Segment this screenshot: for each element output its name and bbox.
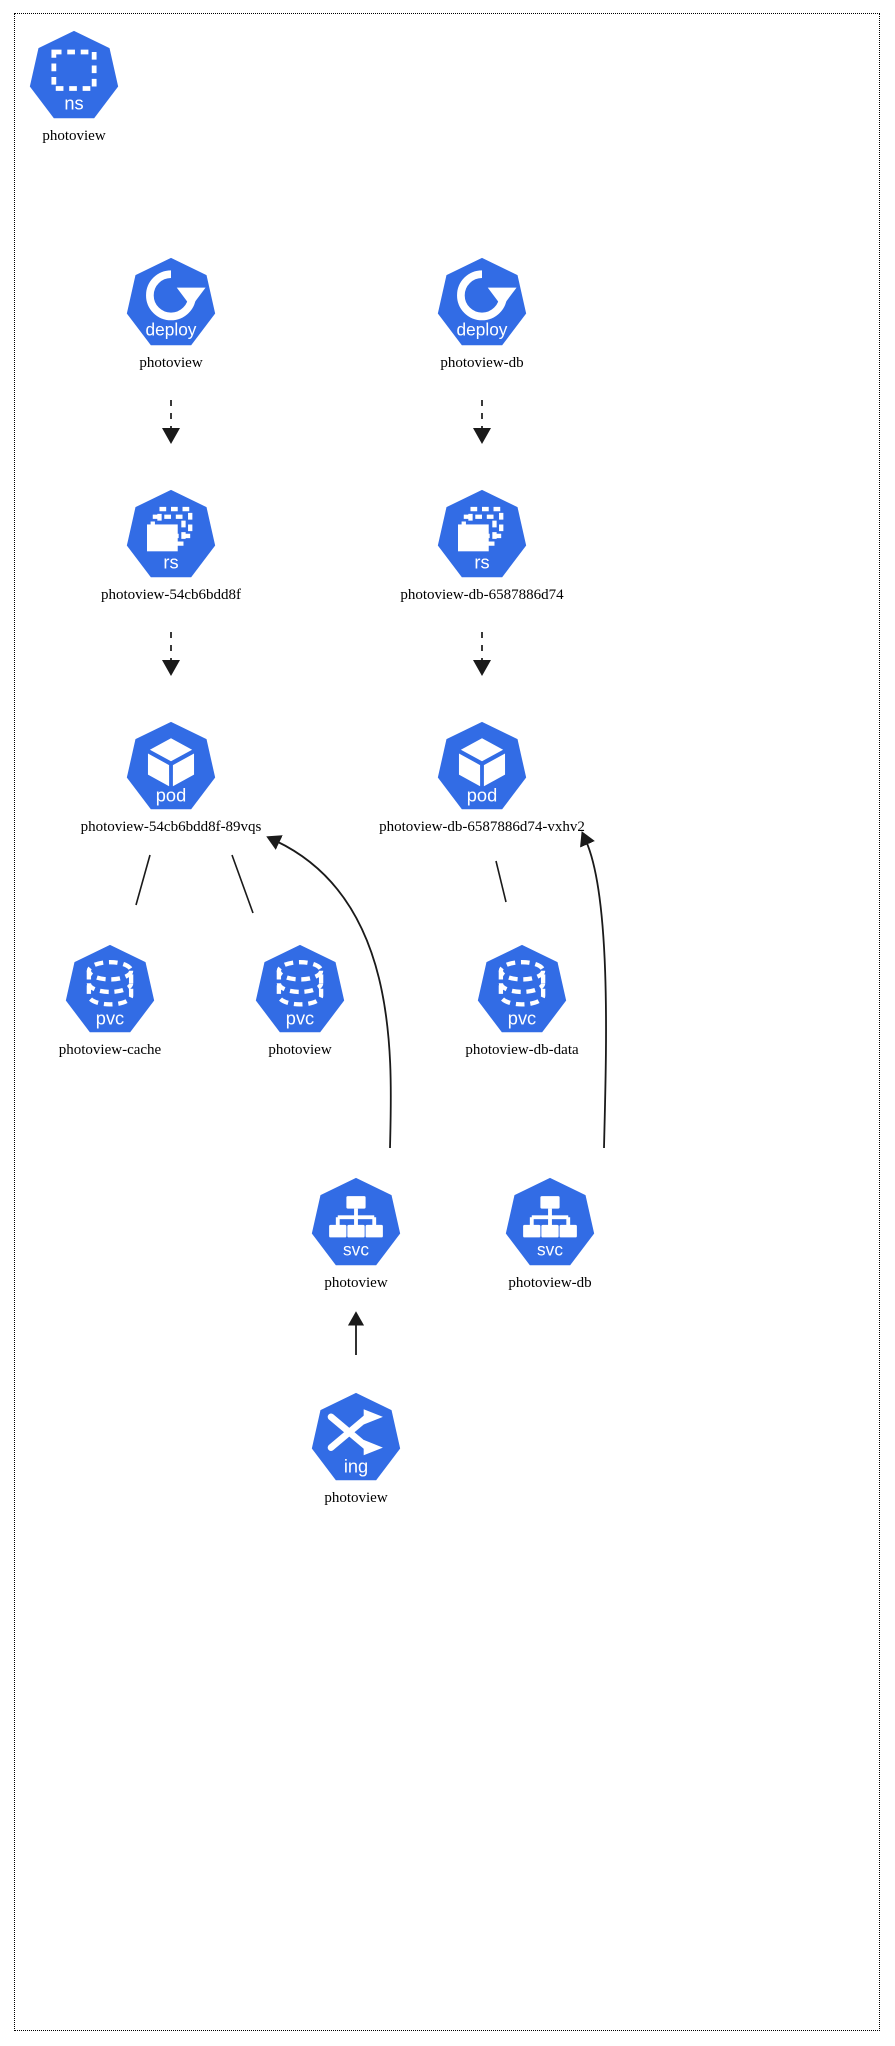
node-replicaset-photoview[interactable]: rs photoview-54cb6bdd8f [76,487,266,604]
node-pvc-photoview-cache[interactable]: pvc photoview-cache [15,942,205,1059]
svg-text:deploy: deploy [457,320,508,340]
deployment-icon: deploy [123,255,219,351]
node-pvc-photoview-db-data[interactable]: pvc photoview-db-data [427,942,617,1059]
node-label: photoview-db-6587886d74 [400,587,564,603]
namespace-boundary [14,13,880,2031]
svg-text:ns: ns [64,93,83,114]
pvc-icon: pvc [474,942,570,1038]
node-label: photoview [139,355,203,371]
node-label: photoview [324,1490,388,1506]
node-label: photoview [324,1275,388,1291]
node-label: photoview-db [508,1275,592,1291]
svg-text:pod: pod [467,785,497,806]
svg-text:pvc: pvc [96,1008,124,1029]
node-label: photoview-54cb6bdd8f-89vqs [80,819,262,835]
node-namespace-photoview[interactable]: ns photoview [0,28,169,145]
node-service-photoview-db[interactable]: svc photoview-db [455,1175,645,1292]
node-label: photoview [268,1042,332,1058]
node-replicaset-photoview-db[interactable]: rs photoview-db-6587886d74 [387,487,577,604]
pvc-icon: pvc [62,942,158,1038]
service-icon: svc [308,1175,404,1271]
replicaset-icon: rs [434,487,530,583]
node-deployment-photoview-db[interactable]: deploy photoview-db [387,255,577,372]
node-pvc-photoview[interactable]: pvc photoview [205,942,395,1059]
svg-text:rs: rs [474,552,489,573]
deployment-icon: deploy [434,255,530,351]
node-label: photoview-cache [58,1042,162,1058]
pod-icon: pod [434,719,530,815]
node-pod-photoview-db[interactable]: pod photoview-db-6587886d74-vxhv2 [379,719,585,836]
svg-text:pvc: pvc [508,1008,536,1029]
node-label: photoview [42,128,106,144]
svg-text:deploy: deploy [146,320,197,340]
node-label: photoview-db [440,355,524,371]
svg-text:svc: svc [343,1240,369,1260]
node-pod-photoview[interactable]: pod photoview-54cb6bdd8f-89vqs [76,719,266,836]
svg-text:pvc: pvc [286,1008,314,1029]
svg-text:pod: pod [156,785,186,806]
pod-icon: pod [123,719,219,815]
node-ingress-photoview[interactable]: ing photoview [261,1390,451,1507]
namespace-icon: ns [26,28,122,124]
svg-text:ing: ing [344,1456,368,1477]
node-deployment-photoview[interactable]: deploy photoview [76,255,266,372]
node-label: photoview-54cb6bdd8f [101,587,241,603]
node-service-photoview[interactable]: svc photoview [261,1175,451,1292]
replicaset-icon: rs [123,487,219,583]
svg-text:rs: rs [163,552,178,573]
node-label: photoview-db-data [465,1042,579,1058]
node-label: photoview-db-6587886d74-vxhv2 [379,819,585,835]
service-icon: svc [502,1175,598,1271]
svg-text:svc: svc [537,1240,563,1260]
pvc-icon: pvc [252,942,348,1038]
ingress-icon: ing [308,1390,404,1486]
